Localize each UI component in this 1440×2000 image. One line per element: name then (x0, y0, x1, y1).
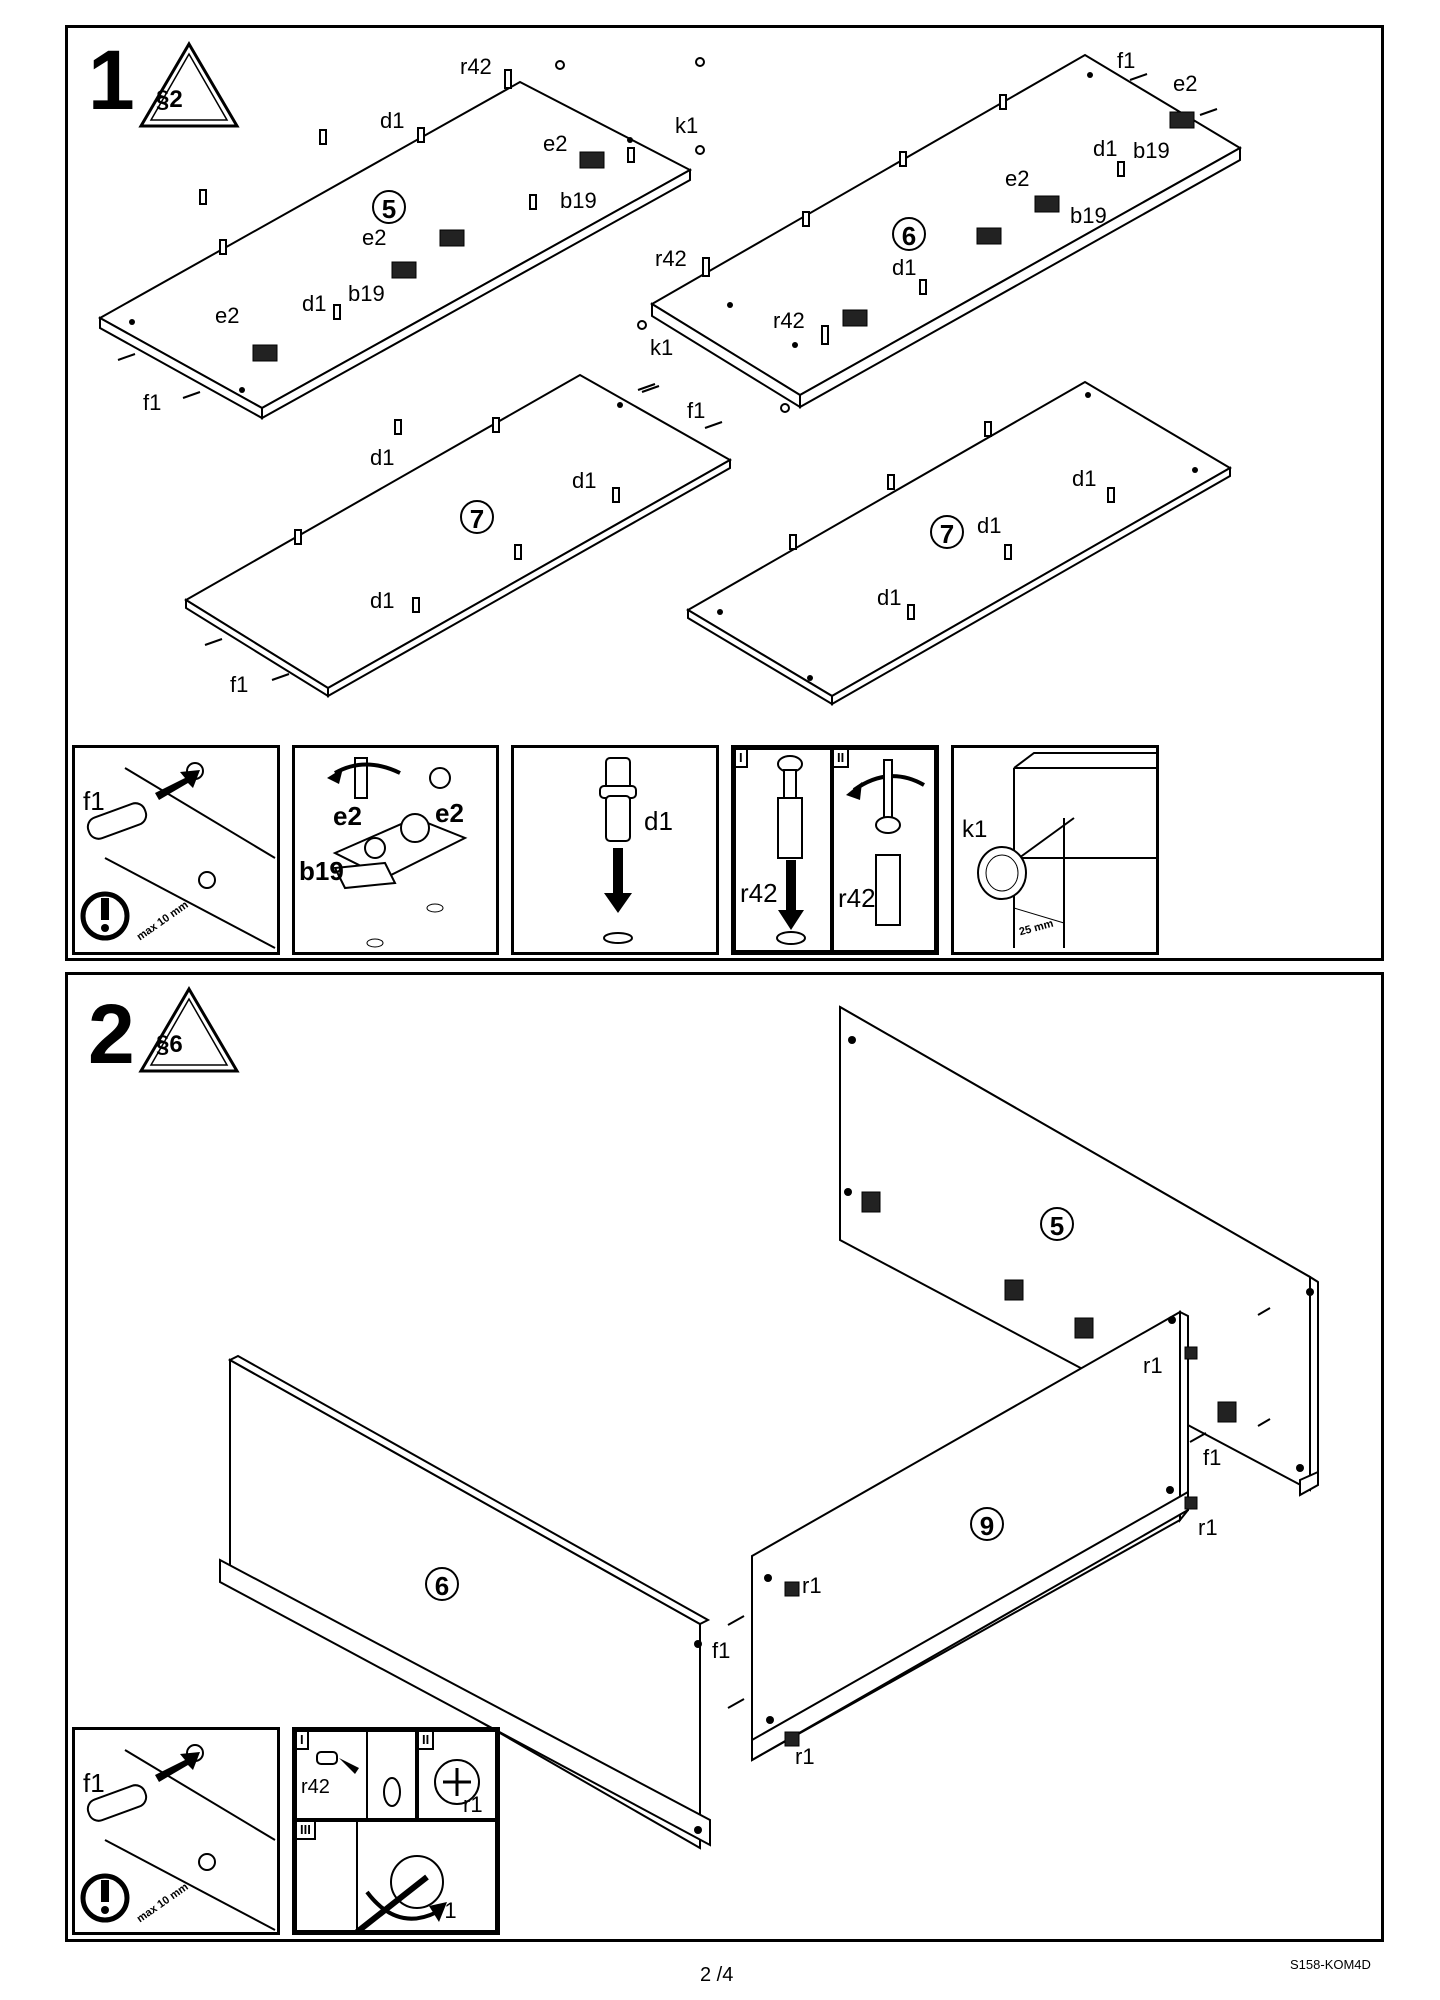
e2-right-label: e2 (435, 798, 464, 828)
label-d1: d1 (977, 513, 1002, 538)
page-number: 2 /4 (700, 1964, 734, 1986)
label-e2: e2 (1173, 71, 1198, 96)
label-d1: d1 (302, 291, 327, 316)
label-b19: b19 (560, 188, 597, 213)
label-d1: d1 (370, 445, 395, 470)
panel-5-number: 5 (372, 190, 406, 224)
label-d1: d1 (370, 588, 395, 613)
e2-left-label: e2 (333, 801, 362, 831)
r42-I-drawing (776, 755, 806, 945)
label-d1: d1 (572, 468, 597, 493)
r1-step-III: III r1 (295, 1820, 497, 1932)
panel-7a-number: 7 (460, 500, 494, 534)
label-d1: d1 (380, 108, 405, 133)
roman-II: II (419, 1732, 435, 1750)
warning-triangle-icon (138, 41, 240, 128)
k1-detail-drawing (977, 752, 1156, 948)
d1-label: d1 (644, 806, 673, 836)
r1-step-II: II r1 (417, 1730, 497, 1820)
step1-number: 1 (88, 33, 135, 127)
label-e2: e2 (1005, 166, 1030, 191)
label-d1: d1 (1072, 466, 1097, 491)
r42-step-I: I r42 (295, 1730, 417, 1820)
label-r1: r1 (1143, 1353, 1163, 1378)
r42-step-II: II r42 (832, 748, 936, 952)
r42-II-drawing (846, 759, 925, 926)
detail-dowel-box: d1 (511, 745, 719, 955)
r42-step-I: I r42 (734, 748, 832, 952)
label-d1: d1 (1093, 136, 1118, 161)
detail-k1-box: k1 25 mm (951, 745, 1159, 955)
k1-label: k1 (962, 816, 988, 843)
label-f1: f1 (687, 398, 706, 423)
label-e2: e2 (543, 131, 568, 156)
label-r1: r1 (802, 1573, 822, 1598)
r42-label: r42 (838, 883, 876, 913)
panel-6-number: 6 (892, 217, 926, 251)
label-f1: f1 (1203, 1445, 1222, 1470)
b19-label: b19 (299, 856, 344, 886)
label-b19: b19 (1133, 138, 1170, 163)
document-id: S158-KOM4D (1290, 1957, 1371, 1972)
panel-5-number: 5 (1040, 1207, 1074, 1241)
step2-number: 2 (88, 987, 135, 1081)
detail-f1-box: f1 max 10 mm (72, 745, 280, 955)
r42-label: r42 (740, 878, 778, 908)
label-r42: r42 (773, 308, 805, 333)
r1-label: r1 (437, 1898, 457, 1923)
r1-label: r1 (463, 1792, 483, 1817)
r42-label: r42 (301, 1776, 330, 1798)
label-r1: r1 (1198, 1515, 1218, 1540)
step2-warning-text: §6 (156, 1031, 183, 1058)
label-f1: f1 (1117, 48, 1136, 73)
r1-II-drawing (434, 1759, 480, 1805)
label-d1: d1 (892, 255, 917, 280)
panel-9-number: 9 (970, 1507, 1004, 1541)
roman-I: I (736, 750, 748, 768)
label-f1: f1 (712, 1638, 731, 1663)
f1-label: f1 (83, 1768, 105, 1798)
label-d1: d1 (877, 585, 902, 610)
panel-6-number: 6 (425, 1567, 459, 1601)
roman-II: II (834, 750, 850, 768)
roman-III: III (297, 1822, 316, 1840)
label-b19: b19 (348, 281, 385, 306)
r42-I-drawing (316, 1732, 401, 1818)
roman-I: I (297, 1732, 309, 1750)
f1-detail-drawing (80, 762, 276, 949)
panel-7b-number: 7 (930, 515, 964, 549)
label-e2: e2 (362, 225, 387, 250)
label-k1: k1 (675, 113, 699, 138)
label-r1: r1 (795, 1744, 815, 1769)
dowel-detail-drawing (599, 757, 637, 944)
hinge-detail-drawing (327, 757, 468, 948)
f1-detail-drawing (80, 1744, 276, 1931)
warning-triangle-icon (138, 986, 240, 1073)
r1-III-drawing (355, 1822, 447, 1930)
label-k1: k1 (650, 335, 674, 360)
step1-warning-text: §2 (156, 86, 183, 113)
label-r42: r42 (460, 54, 492, 79)
label-f1: f1 (230, 672, 249, 697)
label-r42: r42 (655, 246, 687, 271)
f1-label: f1 (83, 786, 105, 816)
detail-r1-box: I r42 II r1 III r1 (292, 1727, 500, 1935)
label-b19: b19 (1070, 203, 1107, 228)
label-f1: f1 (143, 390, 162, 415)
detail-r42-box: I r42 II r42 (731, 745, 939, 955)
detail-f1-box: f1 max 10 mm (72, 1727, 280, 1935)
label-e2: e2 (215, 303, 240, 328)
detail-hinge-box: e2 e2 b19 (292, 745, 499, 955)
